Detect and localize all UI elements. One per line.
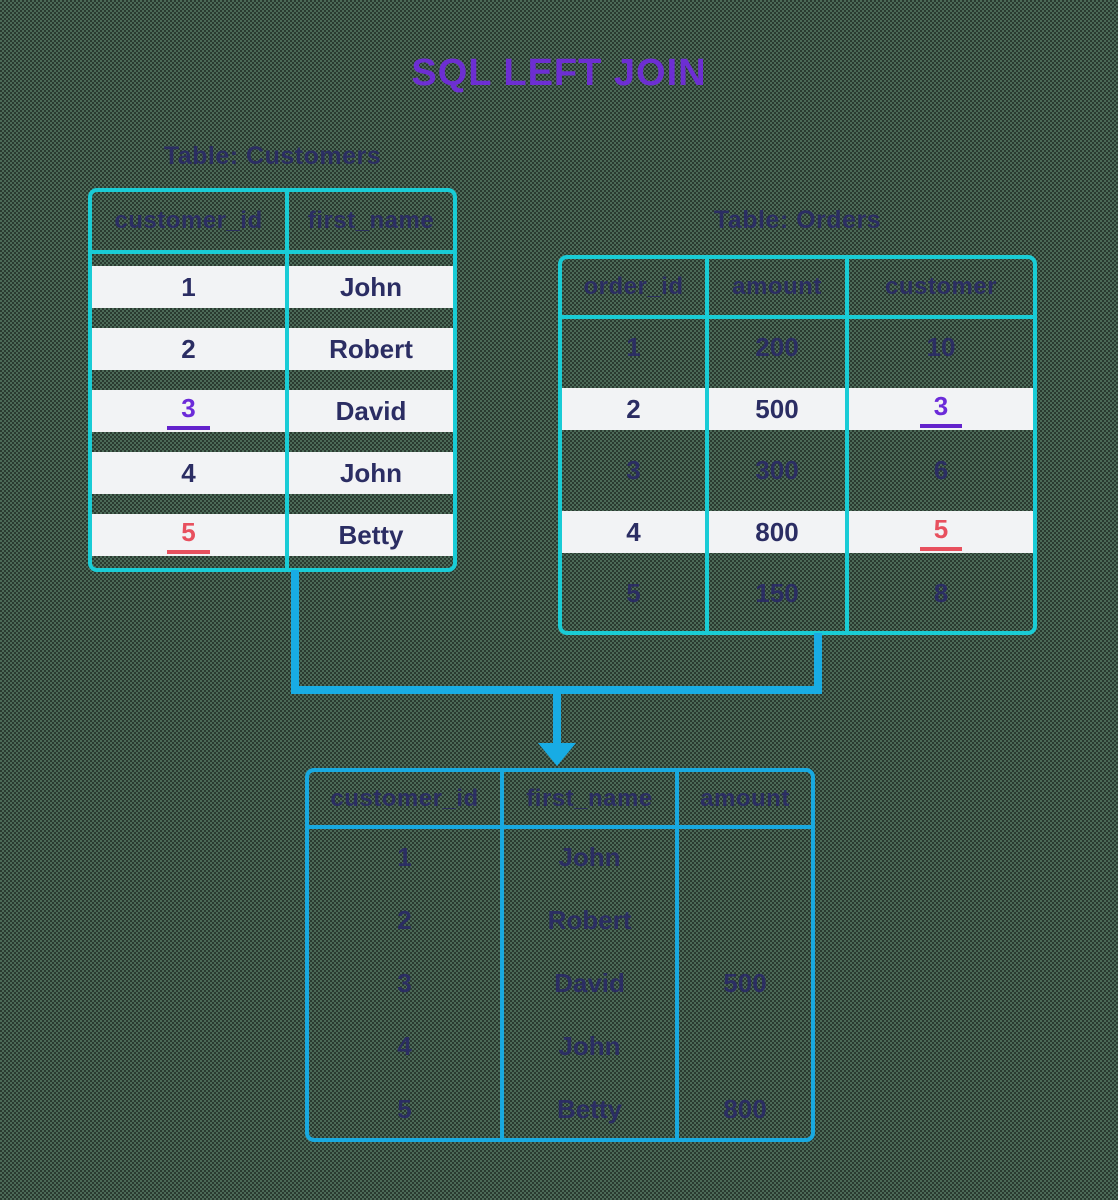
row-band	[562, 511, 1033, 553]
table-cell: 2	[397, 904, 412, 935]
header-divider	[309, 825, 811, 829]
table-cell: 2	[181, 333, 196, 364]
customers-table-label: Table: Customers	[163, 142, 382, 170]
row-band	[562, 388, 1033, 430]
table-row: 5 Betty 800	[309, 1088, 811, 1130]
column-divider	[500, 772, 504, 1138]
column-divider	[705, 259, 709, 631]
table-cell: 5	[397, 1093, 412, 1124]
table-row: 4 800 5	[562, 511, 1033, 553]
table-cell	[679, 899, 811, 941]
table-cell: 3	[626, 454, 641, 485]
table-row: 1 200 10	[562, 326, 1033, 368]
arrow-stem	[553, 690, 561, 744]
orders-table: order_id amount customer 1 200 10 2 500 …	[558, 255, 1037, 635]
table-cell: 4	[181, 457, 196, 488]
table-cell: John	[339, 271, 403, 302]
header-divider	[92, 250, 453, 254]
table-cell: 800	[723, 1093, 767, 1124]
table-cell: 1	[626, 331, 641, 362]
matched-key-5: 5	[167, 517, 210, 554]
table-row: 1 John	[92, 266, 453, 308]
table-cell: 4	[626, 516, 641, 547]
table-row: 3 David	[92, 390, 453, 432]
row-band	[92, 266, 453, 308]
table-cell: Betty	[338, 519, 404, 550]
connector-from-orders	[814, 633, 822, 694]
row-band	[92, 514, 453, 556]
table-row: 4 John	[309, 1025, 811, 1067]
column-divider	[675, 772, 679, 1138]
table-row: 5 150 8	[562, 572, 1033, 614]
table-row: 3 David 500	[309, 962, 811, 1004]
table-cell: 1	[181, 271, 196, 302]
table-cell: Robert	[547, 904, 632, 935]
table-row: 4 John	[92, 452, 453, 494]
table-cell: Robert	[329, 333, 413, 364]
table-row: 2 Robert	[309, 899, 811, 941]
row-band	[92, 390, 453, 432]
table-cell: Betty	[556, 1093, 622, 1124]
table-cell: 500	[755, 393, 799, 424]
matched-key-3: 3	[167, 393, 210, 430]
table-row: 2 500 3	[562, 388, 1033, 430]
table-cell: David	[335, 395, 407, 426]
table-cell: 3	[397, 967, 412, 998]
column-divider	[285, 192, 289, 568]
matched-key-5: 5	[919, 514, 963, 551]
table-cell	[679, 836, 811, 878]
result-header-amount: amount	[700, 784, 790, 812]
table-row: 2 Robert	[92, 328, 453, 370]
table-cell: 5	[849, 511, 1033, 553]
table-row: 5 Betty	[92, 514, 453, 556]
table-cell: 10	[926, 331, 956, 362]
row-band	[92, 328, 453, 370]
diagram-title: SQL LEFT JOIN	[411, 52, 707, 94]
down-arrow-icon	[538, 743, 576, 766]
table-row: 3 300 6	[562, 449, 1033, 491]
table-cell: 4	[397, 1030, 412, 1061]
table-cell: 5	[92, 514, 285, 556]
result-header-customer-id: customer_id	[330, 784, 479, 812]
orders-header-amount: amount	[732, 273, 822, 300]
result-table: customer_id first_name amount 1 John 2 R…	[305, 768, 815, 1142]
table-cell: 1	[397, 841, 412, 872]
table-cell: 8	[933, 577, 949, 608]
customers-table: customer_id first_name 1 John 2 Robert 3…	[88, 188, 457, 572]
table-cell: David	[554, 967, 625, 998]
table-cell: John	[339, 457, 403, 488]
orders-table-label: Table: Orders	[713, 206, 882, 234]
table-cell: John	[558, 841, 621, 872]
table-cell	[679, 1025, 811, 1067]
matched-key-3: 3	[919, 391, 963, 428]
orders-header-customer: customer	[884, 273, 998, 300]
table-cell: 3	[849, 388, 1033, 430]
header-divider	[562, 315, 1033, 319]
table-cell: 150	[755, 577, 799, 608]
table-cell: 800	[755, 516, 799, 547]
customers-header-customer-id: customer_id	[114, 207, 263, 234]
table-cell: 3	[92, 390, 285, 432]
table-cell: 300	[755, 454, 799, 485]
table-cell: John	[558, 1030, 621, 1061]
table-cell: 5	[626, 577, 641, 608]
column-divider	[845, 259, 849, 631]
customers-header-first-name: first_name	[307, 207, 435, 234]
table-row: 1 John	[309, 836, 811, 878]
table-cell: 6	[933, 454, 949, 485]
result-header-first-name: first_name	[526, 784, 653, 812]
table-cell: 500	[723, 967, 767, 998]
connector-from-customers	[291, 570, 299, 694]
orders-header-order-id: order_id	[583, 273, 684, 300]
table-cell: 2	[626, 393, 641, 424]
row-band	[92, 452, 453, 494]
table-cell: 200	[755, 331, 799, 362]
